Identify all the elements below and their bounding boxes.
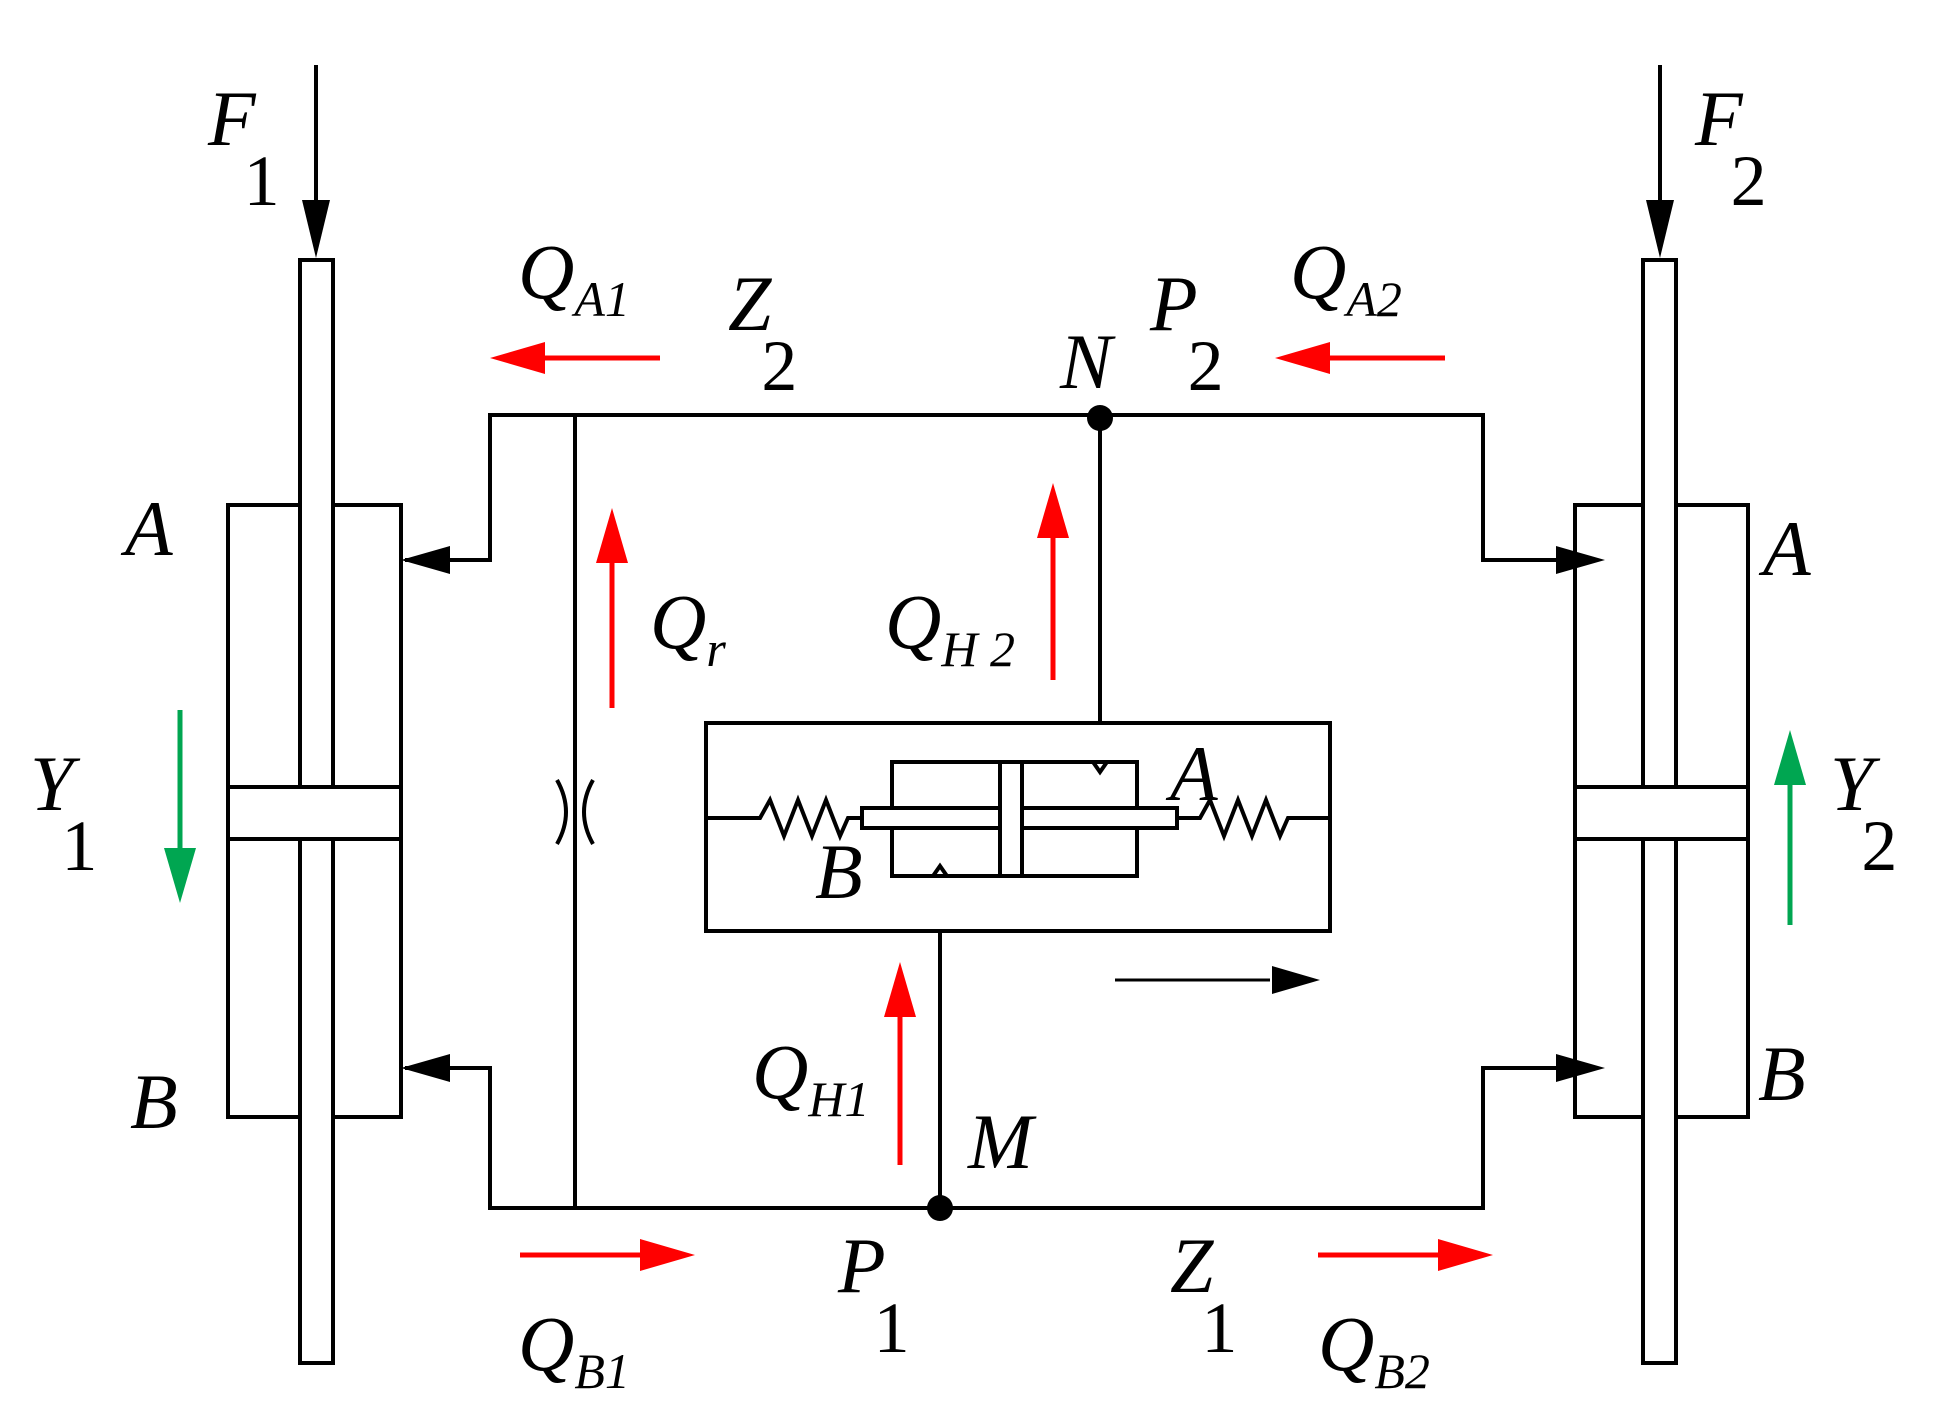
flow-arrow-qb1: [520, 1239, 695, 1271]
label-a-right: A: [1758, 505, 1811, 592]
left-piston-rod-upper: [298, 258, 335, 789]
label-qh1: QH1: [752, 1028, 869, 1127]
label-m: M: [967, 1098, 1037, 1185]
valve-spool-land: [998, 760, 1024, 878]
label-valve-b: B: [815, 828, 863, 915]
label-valve-a: A: [1165, 730, 1218, 817]
label-a-left: A: [120, 485, 173, 572]
label-qa2: QA2: [1290, 228, 1402, 327]
flow-arrow-qa2: [1275, 342, 1445, 374]
left-piston-rod-lower: [298, 837, 335, 1365]
bottom-line-z1: [405, 1066, 1575, 1210]
flow-arrow-qh2: [1037, 483, 1069, 680]
flow-arrow-qr: [596, 508, 628, 708]
valve-port-a-mark: [1091, 760, 1109, 776]
flow-arrow-qa1: [490, 342, 660, 374]
label-qb1: QB1: [518, 1300, 630, 1399]
left-piston: [226, 785, 403, 841]
valve-port-b-mark: [931, 862, 949, 878]
right-spring: [1177, 794, 1330, 842]
label-qh2: QH 2: [885, 578, 1015, 677]
label-qb2: QB2: [1318, 1300, 1430, 1399]
left-port-b-arrow: [401, 1054, 450, 1082]
right-piston-rod-upper: [1641, 258, 1678, 789]
label-b-right: B: [1758, 1030, 1806, 1117]
right-port-a-arrow: [1556, 546, 1605, 574]
right-cylinder: [1573, 258, 1750, 1365]
right-port-b-arrow: [1556, 1054, 1605, 1082]
motion-arrow-y2: [1774, 730, 1806, 925]
force-arrow-f1: [302, 65, 330, 258]
label-qr: Qr: [650, 578, 726, 677]
left-spring: [706, 794, 862, 842]
flow-arrow-qh1: [884, 962, 916, 1165]
shuttle-valve: [704, 721, 1332, 994]
left-port-a-arrow: [401, 546, 450, 574]
left-cylinder: [226, 258, 403, 1365]
label-b-left: B: [130, 1058, 178, 1145]
throttle-orifice: [555, 415, 595, 1208]
top-line-z2: [405, 413, 1575, 562]
flow-arrow-qb2: [1318, 1239, 1493, 1271]
motion-arrow-y1: [164, 710, 196, 903]
right-piston-rod-lower: [1641, 837, 1678, 1365]
label-n: N: [1059, 318, 1116, 405]
right-piston: [1573, 785, 1750, 841]
label-qa1: QA1: [518, 228, 630, 327]
force-arrow-f2: [1646, 65, 1674, 258]
